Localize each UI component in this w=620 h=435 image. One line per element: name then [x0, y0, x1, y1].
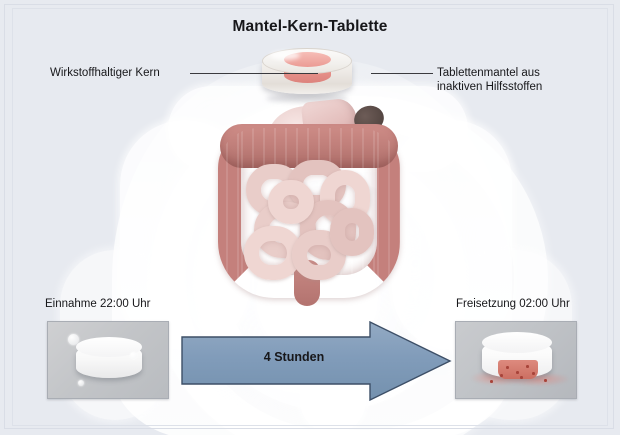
- tablet-drop-shadow: [266, 94, 348, 103]
- tablet-cross-section-illustration: [262, 48, 352, 103]
- timeline-start-caption: Einnahme 22:00 Uhr: [45, 298, 151, 310]
- release-speck: [500, 374, 503, 377]
- timeline-end-caption: Freisetzung 02:00 Uhr: [456, 298, 570, 310]
- page-title: Mantel-Kern-Tablette: [232, 18, 388, 35]
- leader-line-left: [190, 73, 318, 74]
- tablet-intact-photo: [47, 321, 169, 399]
- tablet-releasing-photo: [455, 321, 577, 399]
- release-speck: [526, 365, 529, 368]
- tablet-highlight: [270, 51, 300, 60]
- gi-tract-illustration: [208, 97, 408, 315]
- water-droplet-tiny-icon: [78, 380, 84, 386]
- duration-arrow: 4 Stunden: [180, 320, 452, 402]
- release-speck: [516, 371, 519, 374]
- small-intestine-loop-9: [268, 180, 314, 224]
- intact-tablet-shape: [76, 337, 142, 378]
- exposed-core-shape: [498, 360, 538, 379]
- small-intestine-loop-8: [330, 208, 374, 256]
- leader-line-right: [371, 73, 433, 74]
- release-speck: [506, 366, 509, 369]
- release-speck: [544, 379, 547, 382]
- water-droplet-small-icon: [130, 352, 137, 359]
- callout-label-core: Wirkstoffhaltiger Kern: [50, 67, 160, 79]
- water-droplet-icon: [68, 334, 79, 345]
- callout-label-coating: Tablettenmantel aus inaktiven Hilfsstoff…: [437, 67, 543, 93]
- release-speck: [490, 380, 493, 383]
- release-speck: [532, 372, 535, 375]
- arrow-shape: [181, 320, 452, 402]
- arrow-duration-label: 4 Stunden: [263, 350, 325, 364]
- release-speck: [520, 376, 523, 379]
- small-intestine-mass: [244, 160, 376, 282]
- eroding-tablet-shape: [482, 332, 552, 378]
